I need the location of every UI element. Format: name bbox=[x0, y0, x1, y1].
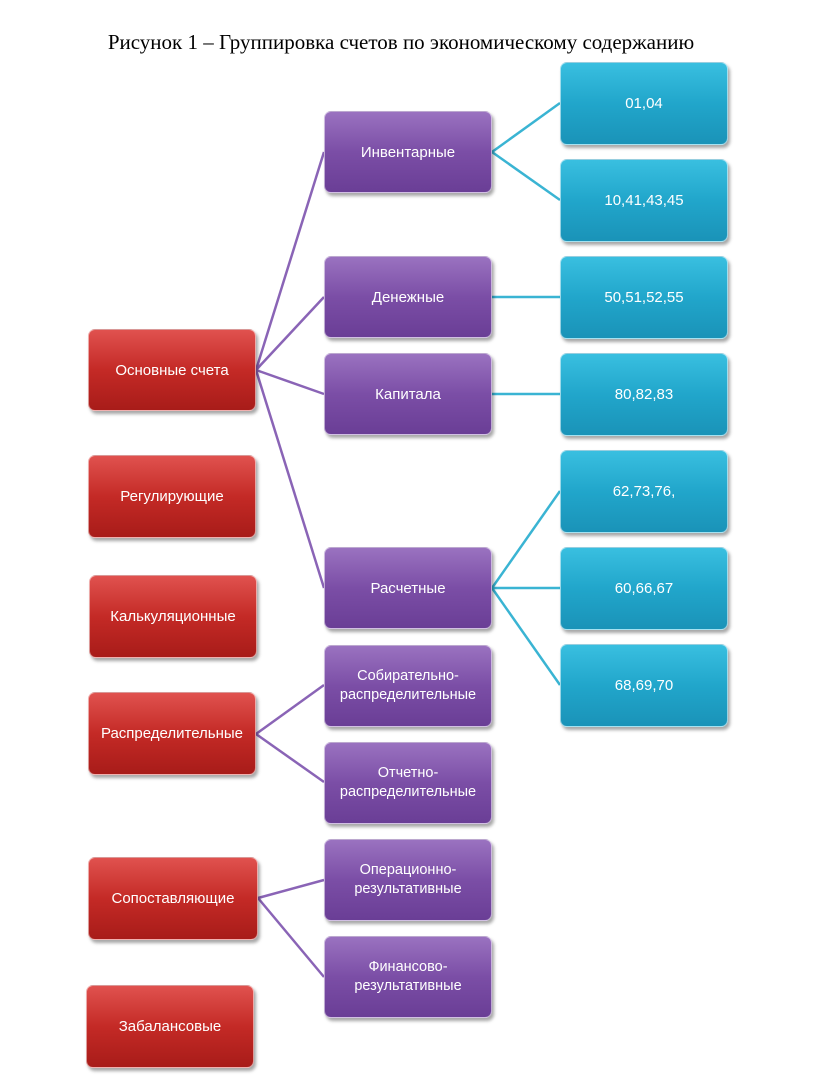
node-accounts-80-82-83: 80,82,83 bbox=[560, 353, 728, 436]
link-osnovnye-kapitala bbox=[255, 368, 325, 396]
node-accounts-62-73-76: 62,73,76, bbox=[560, 450, 728, 533]
node-sobiratelno-raspredelitelnye: Собирательно-распределительные bbox=[324, 645, 492, 727]
node-accounts-50-51-52-55: 50,51,52,55 bbox=[560, 256, 728, 339]
link-raspred-sobiratelno bbox=[255, 683, 325, 736]
node-kalkulyatsionnye: Калькуляционные bbox=[89, 575, 257, 658]
link-osnovnye-raschetnye bbox=[254, 369, 326, 589]
node-operatsionno-rezultativnye: Операционно-результативные bbox=[324, 839, 492, 921]
node-zabalansovye: Забалансовые bbox=[86, 985, 254, 1068]
link-sopost-operatsionno bbox=[257, 878, 325, 900]
node-inventarnye: Инвентарные bbox=[324, 111, 492, 193]
node-osnovnye-scheta: Основные счета bbox=[88, 329, 256, 411]
link-osnovnye-denezhnye bbox=[255, 296, 325, 371]
link-sopost-finansovo bbox=[257, 897, 325, 978]
link-inventarnye-inv1 bbox=[491, 101, 561, 154]
link-raspred-otchetno bbox=[255, 732, 325, 784]
link-inventarnye-inv2 bbox=[491, 150, 561, 202]
node-accounts-60-66-67: 60,66,67 bbox=[560, 547, 728, 630]
node-finansovo-rezultativnye: Финансово-результативные bbox=[324, 936, 492, 1018]
node-accounts-10-41-43-45: 10,41,43,45 bbox=[560, 159, 728, 242]
node-otchetno-raspredelitelnye: Отчетно-распределительные bbox=[324, 742, 492, 824]
node-raschetnye: Расчетные bbox=[324, 547, 492, 629]
link-osnovnye-inventarnye bbox=[254, 151, 326, 371]
node-raspredelitelnye: Распределительные bbox=[88, 692, 256, 775]
node-reguliruyushchie: Регулирующие bbox=[88, 455, 256, 538]
node-denezhnye: Денежные bbox=[324, 256, 492, 338]
node-sopostavlyayushchie: Сопоставляющие bbox=[88, 857, 258, 940]
node-accounts-68-69-70: 68,69,70 bbox=[560, 644, 728, 727]
node-kapitala: Капитала bbox=[324, 353, 492, 435]
link-raschetnye-ras3 bbox=[490, 587, 562, 686]
node-accounts-01-04: 01,04 bbox=[560, 62, 728, 145]
figure-caption: Рисунок 1 – Группировка счетов по эконом… bbox=[107, 30, 695, 54]
link-raschetnye-ras1 bbox=[490, 490, 562, 589]
